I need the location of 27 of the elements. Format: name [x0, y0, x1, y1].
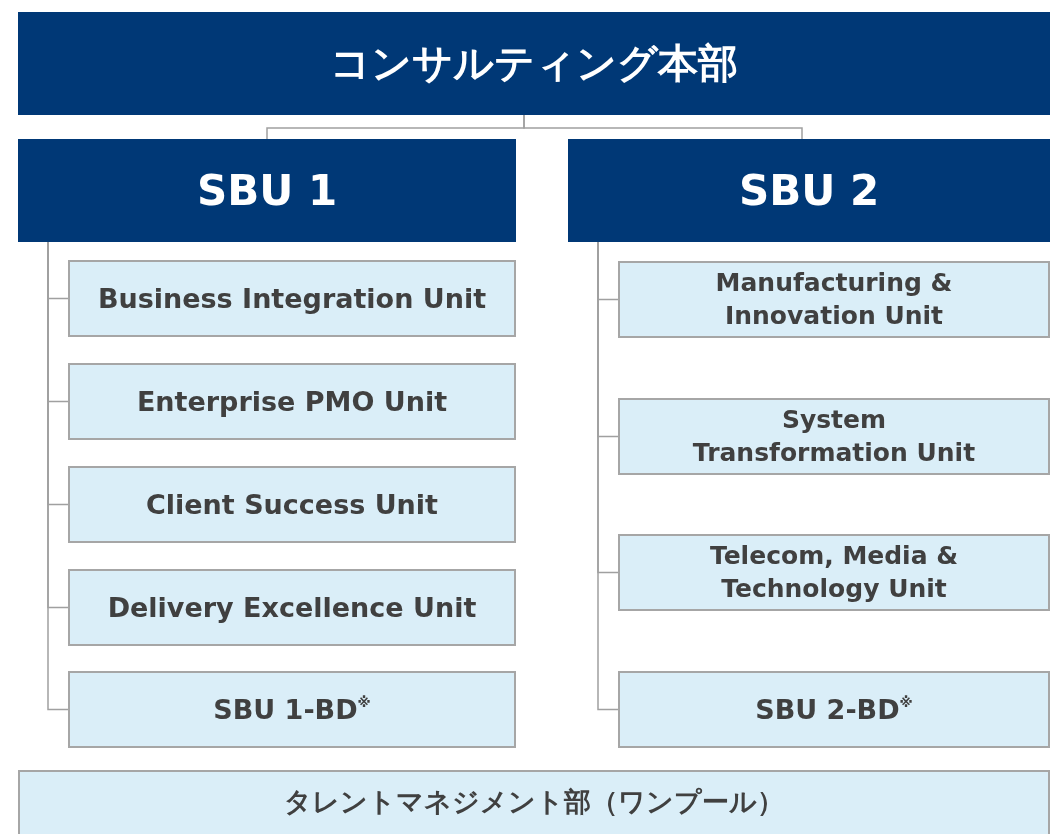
unit-box	[18, 770, 1050, 834]
unit-label: Business Integration Unit	[97, 281, 487, 316]
unit-box	[68, 260, 516, 337]
unit-label: SBU 2-BD$^{※}$	[755, 692, 913, 727]
unit-label: SBU 1-BD$^{※}$	[213, 692, 371, 727]
unit-box	[68, 671, 516, 748]
unit-label: System Transformation Unit	[691, 404, 977, 469]
department-header	[18, 12, 1050, 115]
unit-label: コンサルティング本部	[330, 39, 738, 88]
unit-label: タレントマネジメント部（ワンプール）	[284, 785, 784, 819]
unit-box	[618, 261, 1050, 338]
unit-box	[68, 466, 516, 543]
unit-label: Manufacturing & Innovation Unit	[714, 267, 954, 332]
unit-label: SBU 2	[738, 166, 880, 215]
unit-label: Delivery Excellence Unit	[107, 590, 477, 625]
unit-box	[618, 534, 1050, 611]
header-box	[18, 139, 516, 242]
unit-box	[68, 569, 516, 646]
unit-label: SBU 1	[196, 166, 338, 215]
unit-label: Client Success Unit	[146, 487, 438, 522]
unit-label: Telecom, Media & Technology Unit	[708, 540, 960, 605]
unit-box	[68, 363, 516, 440]
header-box	[568, 139, 1050, 242]
connector-line	[523, 114, 803, 140]
unit-label: Enterprise PMO Unit	[136, 384, 448, 419]
unit-box	[618, 671, 1050, 748]
unit-box	[618, 398, 1050, 475]
